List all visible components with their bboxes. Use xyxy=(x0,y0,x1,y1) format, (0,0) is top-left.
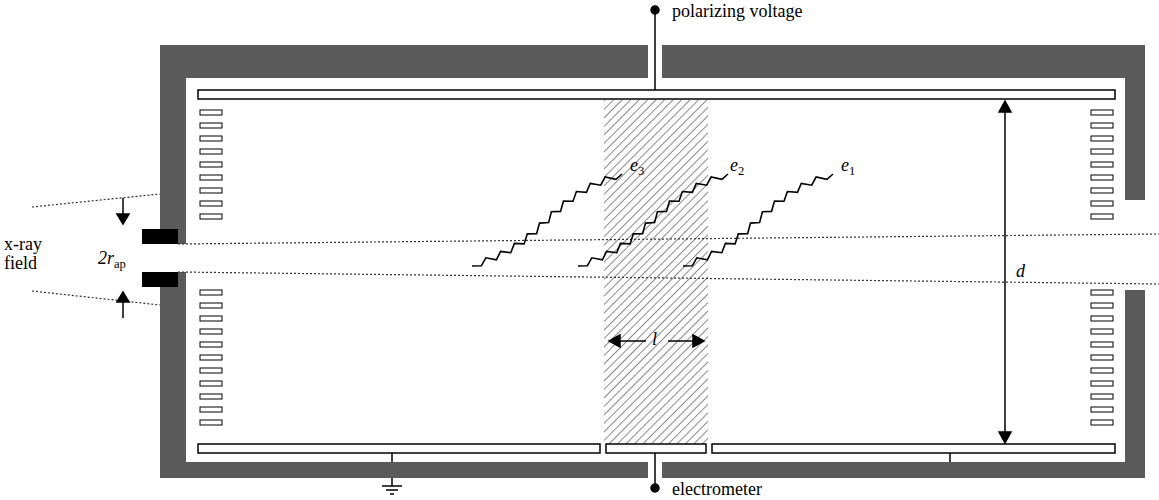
guard-strip xyxy=(1091,290,1113,295)
field-label: x-ray field xyxy=(4,235,64,273)
guard-strip xyxy=(200,149,222,154)
guard-plate xyxy=(198,444,600,453)
guard-strip xyxy=(200,381,222,386)
guard-strip xyxy=(1091,407,1113,412)
housing xyxy=(160,45,1145,478)
collector-plate xyxy=(606,444,706,453)
exit-opening xyxy=(1123,200,1147,290)
high-voltage-plate xyxy=(198,90,1115,99)
guard-strip xyxy=(200,355,222,360)
guard-strip xyxy=(200,175,222,180)
guard-strip xyxy=(1091,201,1113,206)
plate-separation-arrow xyxy=(999,101,1011,443)
aperture-label: 2rap xyxy=(98,249,126,268)
aperture-block xyxy=(142,229,178,244)
guard-strip xyxy=(1091,368,1113,373)
guard-strips xyxy=(200,110,1113,425)
beam-lines xyxy=(32,194,1159,305)
guard-strip xyxy=(200,368,222,373)
guard-strip xyxy=(1091,355,1113,360)
guard-strip xyxy=(1091,175,1113,180)
aperture-opening xyxy=(158,244,188,272)
guard-strip xyxy=(1091,329,1113,334)
guard-strip xyxy=(1091,381,1113,386)
guard-strip xyxy=(1091,214,1113,219)
guard-strip xyxy=(200,290,222,295)
guard-strip xyxy=(200,136,222,141)
electron-tracks xyxy=(472,174,833,266)
ground-symbol xyxy=(382,478,402,494)
guard-strip xyxy=(200,110,222,115)
guard-strip xyxy=(200,407,222,412)
electron-label: e3 xyxy=(630,156,644,175)
electron-label: e1 xyxy=(841,156,855,175)
guard-strip xyxy=(200,342,222,347)
guard-strip xyxy=(200,123,222,128)
guard-strip xyxy=(200,316,222,321)
guard-strip xyxy=(200,303,222,308)
guard-plate xyxy=(712,444,1115,453)
electrometer-label: electrometer xyxy=(672,480,762,499)
electron-track xyxy=(683,174,833,266)
guard-strip xyxy=(200,214,222,219)
guard-strip xyxy=(1091,149,1113,154)
guard-strip xyxy=(1091,110,1113,115)
voltage-label: polarizing voltage xyxy=(672,2,802,21)
guard-strip xyxy=(1091,303,1113,308)
guard-strip xyxy=(1091,162,1113,167)
aperture-block xyxy=(142,272,178,287)
guard-strip xyxy=(200,329,222,334)
electron-label: e2 xyxy=(730,156,744,175)
guard-strip xyxy=(200,420,222,425)
guard-strip xyxy=(1091,342,1113,347)
collecting-volume xyxy=(604,100,708,444)
guard-strip xyxy=(1091,420,1113,425)
guard-strip xyxy=(200,201,222,206)
guard-strip xyxy=(1091,123,1113,128)
electron-track xyxy=(578,174,728,266)
electron-track xyxy=(472,174,622,266)
guard-strip xyxy=(1091,394,1113,399)
guard-strip xyxy=(1091,136,1113,141)
guard-strip xyxy=(200,188,222,193)
guard-strip xyxy=(200,162,222,167)
guard-strip xyxy=(1091,188,1113,193)
length-label: l xyxy=(652,330,657,349)
guard-strip xyxy=(1091,316,1113,321)
separation-label: d xyxy=(1016,262,1025,281)
guard-strip xyxy=(200,394,222,399)
wires xyxy=(392,6,950,492)
